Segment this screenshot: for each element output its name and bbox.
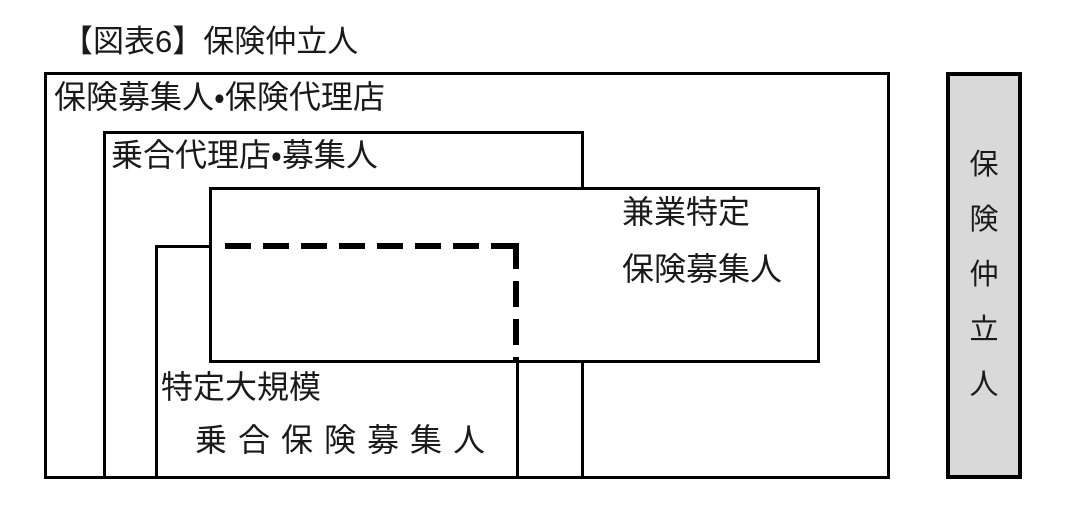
broker-box-char: 立: [969, 314, 999, 346]
figure-title: 【図表6】保険仲立人: [62, 24, 359, 59]
broker-box-char: 保: [969, 149, 999, 181]
part-time-specified-label-line1: 兼業特定: [622, 194, 751, 230]
part-time-specified-label-line2: 保険募集人: [622, 251, 783, 287]
dashed-overlap-line-horizontal: [213, 243, 517, 249]
specified-large-scale-label-line2: 乗合保険募集人: [195, 422, 497, 458]
specified-large-scale-label-line1: 特定大規模: [161, 369, 322, 405]
broker-box-char: 険: [969, 204, 999, 236]
outer-box-label: 保険募集人・保険代理店: [54, 79, 385, 115]
broker-box-char: 人: [969, 369, 999, 401]
dashed-overlap-line-vertical: [513, 243, 519, 363]
multi-agency-box-label: 乗合代理店・募集人: [111, 137, 378, 173]
broker-box-char: 仲: [969, 259, 999, 291]
broker-box: 保 険 仲 立 人: [946, 72, 1022, 479]
